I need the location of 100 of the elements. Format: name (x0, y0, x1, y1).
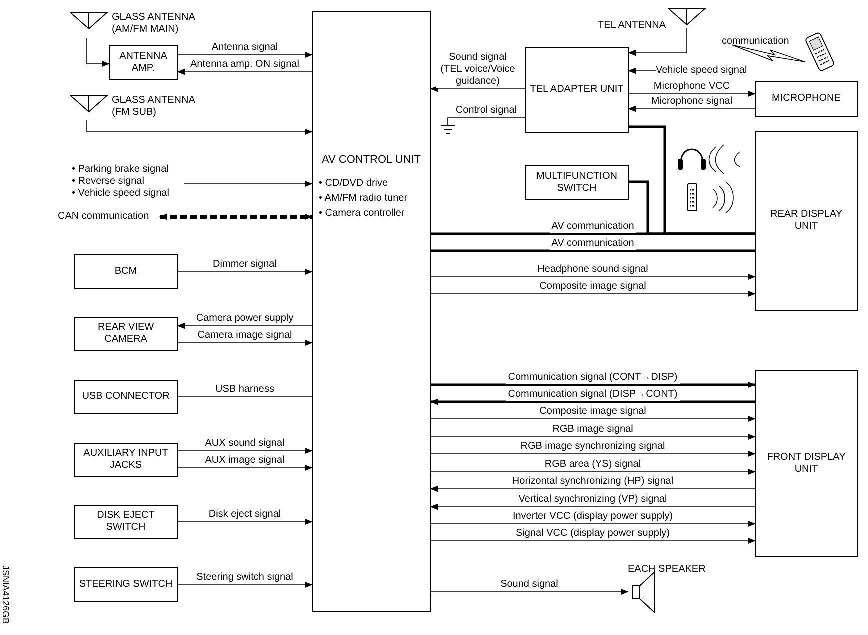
edge-label: RGB image synchronizing signal (518, 441, 668, 453)
edge-label: Control signal (454, 105, 520, 117)
ground-symbol (441, 125, 455, 137)
connector-line (448, 118, 526, 126)
edge-label: Antenna signal (210, 42, 280, 54)
node-label: GLASS ANTENNA (FM SUB) (112, 95, 196, 119)
edge-label: Microphone signal (649, 96, 735, 108)
edge-label: RGB area (YS) signal (542, 459, 644, 471)
edge-label: Composite image signal (538, 406, 648, 418)
connector-line (178, 268, 313, 276)
node-label: CAN communication (58, 211, 150, 223)
edge-label: Signal VCC (display power supply) (514, 528, 672, 540)
component-box (755, 81, 858, 117)
node-label: REAR VIEW CAMERA (96, 322, 156, 346)
component-box (755, 370, 858, 557)
connector-line (177, 68, 312, 76)
connector-line (86, 120, 313, 136)
node-label: STEERING SWITCH (79, 578, 173, 590)
connector-line (178, 396, 312, 398)
connector-line (628, 28, 688, 56)
node-label: • Reverse signal (72, 176, 146, 188)
component-box (74, 317, 178, 351)
edge-label: Antenna amp. ON signal (188, 59, 302, 71)
edge-label: Inverter VCC (display power supply) (510, 511, 676, 523)
connector-line (430, 274, 756, 280)
node-label: MULTIFUNCTION SWITCH (536, 170, 618, 194)
connector-line (430, 486, 756, 492)
connector-line (178, 340, 313, 346)
node-label: ANTENNA AMP. (118, 50, 168, 74)
edge-label: Vertical synchronizing (VP) signal (516, 494, 670, 506)
connector-line (430, 398, 755, 406)
component-box (755, 131, 858, 311)
edge-label: Composite image signal (538, 281, 648, 293)
connector-line (178, 448, 313, 454)
wireless-label: communication (722, 35, 790, 49)
edge-label: Dimmer signal (211, 259, 279, 271)
connector-line (178, 52, 313, 58)
edge-label: AUX sound signal (203, 438, 287, 450)
edge-label: Horizontal synchronizing (HP) signal (510, 476, 676, 488)
node-label: GLASS ANTENNA (AM/FM MAIN) (112, 12, 196, 36)
edge-label: RGB image signal (550, 424, 636, 436)
component-box (525, 47, 629, 133)
node-label: USB CONNECTOR (82, 391, 170, 403)
node-label: • AM/FM radio tuner (319, 192, 409, 206)
component-box (74, 380, 178, 414)
node-label: AV CONTROL UNIT (320, 152, 422, 168)
node-label: FRONT DISPLAY UNIT (766, 452, 847, 476)
component-box (109, 45, 178, 80)
edge-label: Camera image signal (196, 330, 294, 342)
connector-line (628, 68, 656, 74)
figure-code: JSNIA4126GB (0, 565, 12, 624)
connector-line (430, 434, 756, 440)
edge-label: Microphone VCC (652, 81, 732, 93)
node-label: Vehicle speed signal (656, 65, 748, 77)
connector-line (628, 106, 756, 112)
edge-label: AUX image signal (203, 455, 287, 467)
connector-line (431, 250, 755, 252)
connector-line (628, 90, 756, 98)
edge-label: Camera power supply (194, 313, 296, 325)
edge-label: Sound signal (498, 579, 560, 591)
edge-label: Headphone sound signal (536, 264, 650, 276)
connector-line (178, 582, 313, 588)
edge-label: AV communication (550, 238, 636, 250)
node-label: • Camera controller (319, 207, 406, 222)
connector-line (430, 538, 756, 544)
connector-line (430, 588, 629, 596)
edge-label: AV communication (550, 221, 636, 233)
edge-label: Steering switch signal (194, 572, 296, 584)
component-box (74, 505, 178, 539)
edge-label: Communication signal (DISP→CONT) (506, 389, 680, 401)
node-label: DISK EJECT SWITCH (96, 510, 156, 534)
node-label: • Vehicle speed signal (72, 188, 170, 200)
connector-line (430, 416, 756, 422)
control-unit-box (312, 11, 431, 612)
connector-line (184, 180, 313, 188)
node-label: AUXILIARY INPUT JACKS (82, 448, 170, 472)
connector-line (430, 290, 756, 298)
connector-line (159, 214, 313, 220)
connector-line (430, 520, 756, 528)
connector-line (430, 504, 756, 510)
node-label: • Parking brake signal (72, 164, 170, 176)
component-box (74, 567, 178, 602)
edge-label: Communication signal (CONT→DISP) (506, 372, 680, 384)
node-label: EACH SPEAKER (628, 564, 706, 575)
connector-line (178, 464, 313, 472)
node-label: TEL ANTENNA (598, 20, 666, 31)
component-box (74, 254, 178, 289)
connector-line (86, 38, 110, 68)
component-box (74, 443, 178, 477)
node-label: REAR DISPLAY UNIT (769, 209, 844, 233)
component-box (525, 165, 629, 200)
connector-line (430, 468, 756, 476)
node-label: TEL ADAPTER UNIT (530, 84, 624, 96)
connector-line (431, 382, 756, 388)
edge-label: Disk eject signal (206, 509, 284, 521)
connector-line (177, 322, 312, 330)
node-label: • CD/DVD drive (319, 177, 390, 192)
connector-line (430, 450, 756, 458)
node-label: BCM (114, 266, 138, 278)
connector-line (430, 86, 526, 92)
